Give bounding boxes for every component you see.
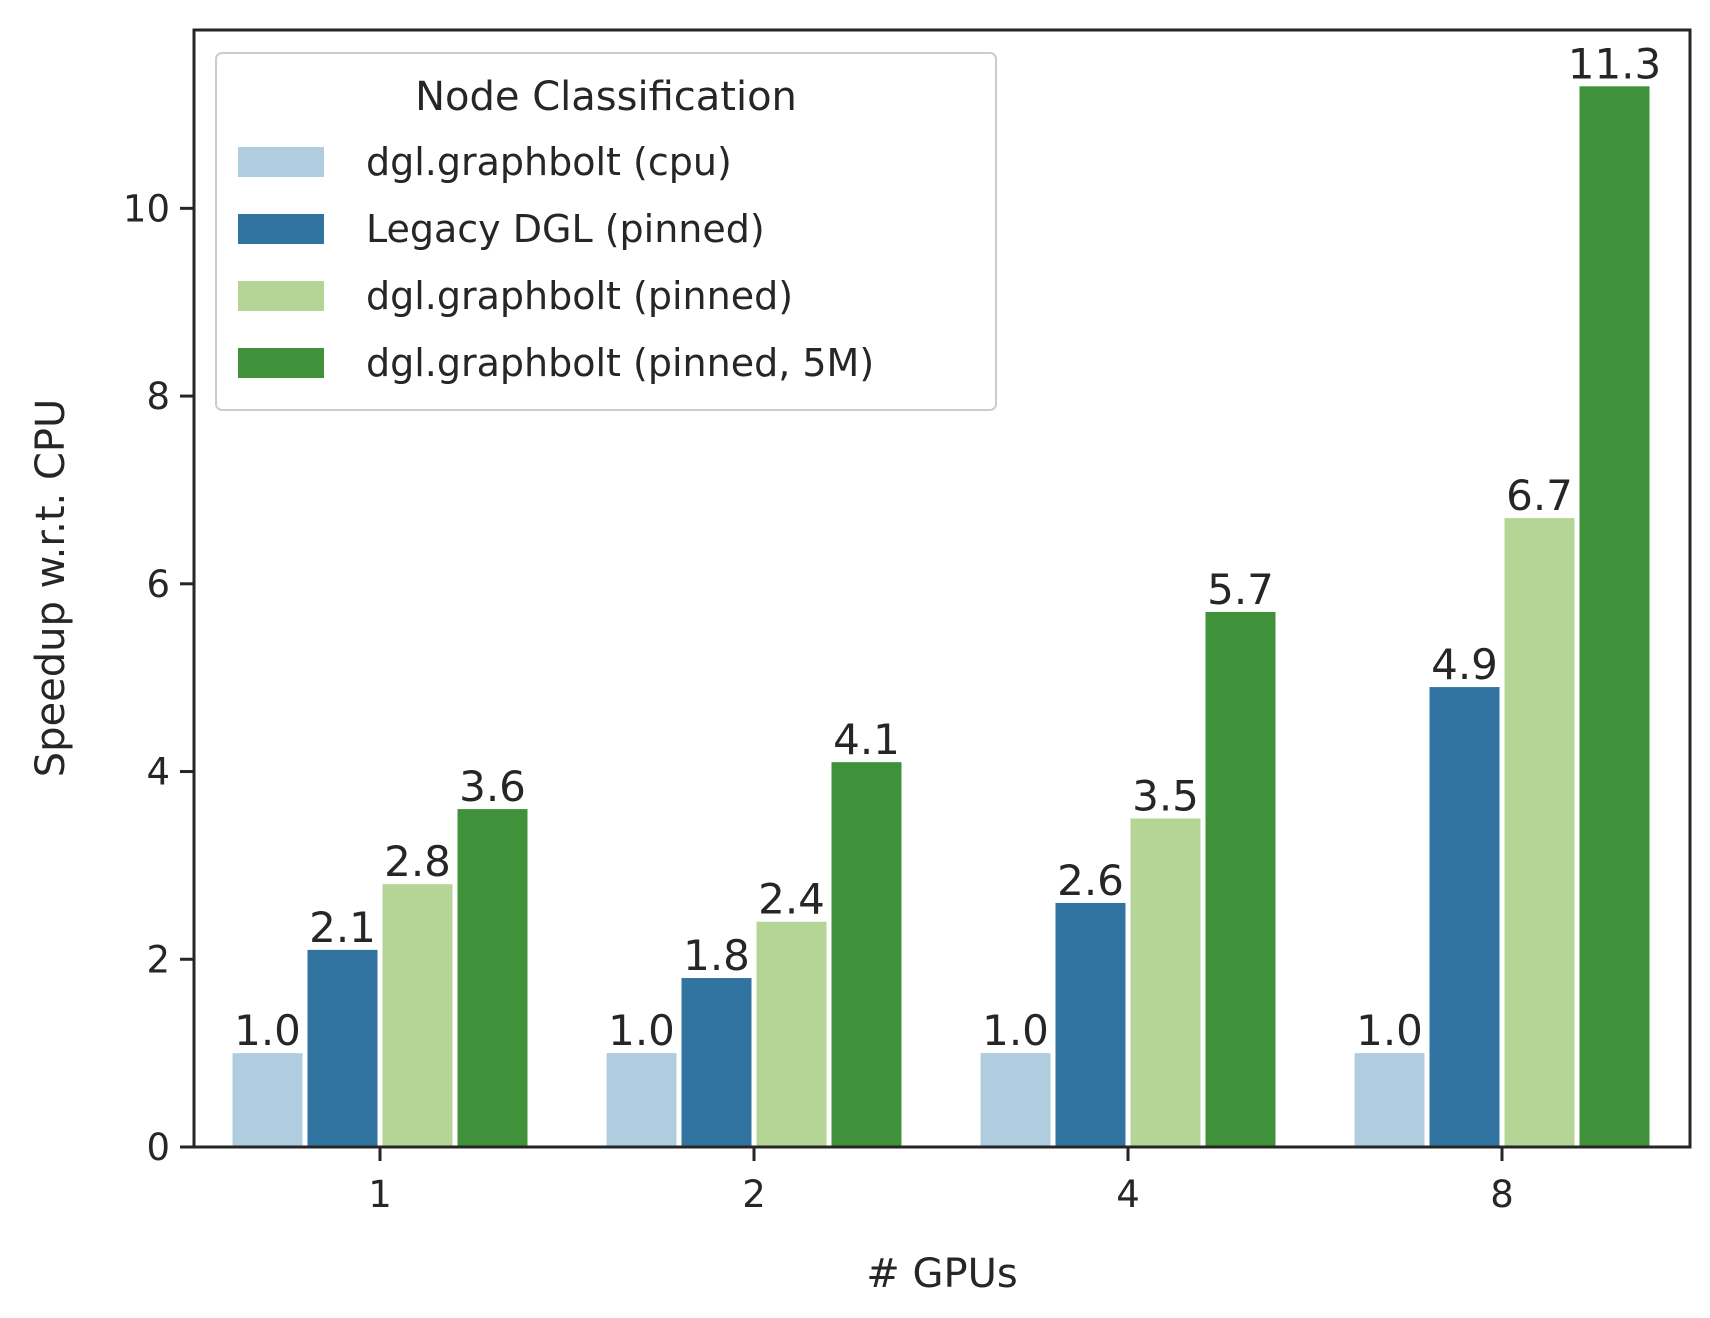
data-label: 4.9	[1431, 640, 1498, 689]
legend: Node Classification dgl.graphbolt (cpu) L…	[215, 52, 997, 411]
y-axis: 0 2 4 6 8 10	[123, 187, 194, 1169]
bar	[1504, 518, 1575, 1147]
x-axis: 1 2 4 8	[368, 1147, 1514, 1216]
data-label: 1.0	[1356, 1006, 1423, 1055]
x-tick-label: 4	[1116, 1173, 1140, 1216]
bar	[681, 978, 752, 1147]
legend-swatch	[238, 281, 324, 311]
bar	[1055, 902, 1126, 1147]
bar	[382, 884, 453, 1147]
data-label: 3.6	[459, 762, 526, 811]
data-label: 1.0	[608, 1006, 675, 1055]
data-label: 11.3	[1568, 39, 1662, 88]
legend-swatch	[238, 214, 324, 244]
y-axis-label: Speedup w.r.t. CPU	[28, 399, 74, 778]
plot-frame	[192, 28, 1692, 1149]
bar	[232, 1053, 303, 1147]
data-label: 2.4	[758, 875, 825, 924]
data-label: 2.8	[384, 837, 451, 886]
bar	[1429, 687, 1500, 1147]
legend-box	[215, 52, 997, 411]
bar	[307, 949, 378, 1147]
legend-label: dgl.graphbolt (pinned, 5M)	[366, 341, 874, 385]
y-tick-label: 0	[146, 1126, 170, 1169]
x-tick-label: 2	[742, 1173, 766, 1216]
bar	[1579, 86, 1650, 1147]
bar	[606, 1053, 677, 1147]
data-label: 2.6	[1057, 856, 1124, 905]
y-tick-label: 4	[146, 751, 170, 794]
data-label: 1.0	[234, 1006, 301, 1055]
bar	[1205, 611, 1276, 1147]
bar	[1354, 1053, 1425, 1147]
x-axis-label: # GPUs	[866, 1251, 1017, 1297]
legend-swatch	[238, 348, 324, 378]
legend-label: dgl.graphbolt (cpu)	[366, 140, 732, 184]
bar	[457, 809, 528, 1147]
data-label: 4.1	[833, 715, 900, 764]
data-label: 1.8	[683, 931, 750, 980]
y-tick-label: 6	[146, 563, 170, 606]
legend-swatch	[238, 147, 324, 177]
bar	[756, 921, 827, 1147]
legend-items: dgl.graphbolt (cpu) Legacy DGL (pinned) dg…	[238, 140, 874, 385]
data-label: 5.7	[1207, 565, 1274, 614]
x-tick-label: 1	[368, 1173, 392, 1216]
bar	[980, 1053, 1051, 1147]
legend-label: dgl.graphbolt (pinned)	[366, 274, 793, 318]
bars-layer	[232, 86, 1650, 1147]
y-tick-label: 8	[146, 375, 170, 418]
data-label: 1.0	[982, 1006, 1049, 1055]
bar	[1130, 818, 1201, 1147]
data-labels-layer: 1.02.12.83.61.01.82.44.11.02.63.55.71.04…	[234, 39, 1661, 1055]
y-tick-label: 10	[123, 187, 170, 230]
y-tick-label: 2	[146, 938, 170, 981]
data-label: 2.1	[309, 903, 376, 952]
bar	[831, 762, 902, 1147]
x-tick-label: 8	[1490, 1173, 1514, 1216]
legend-title: Node Classification	[415, 74, 797, 120]
data-label: 6.7	[1506, 471, 1573, 520]
data-label: 3.5	[1132, 771, 1199, 820]
legend-label: Legacy DGL (pinned)	[366, 207, 765, 251]
